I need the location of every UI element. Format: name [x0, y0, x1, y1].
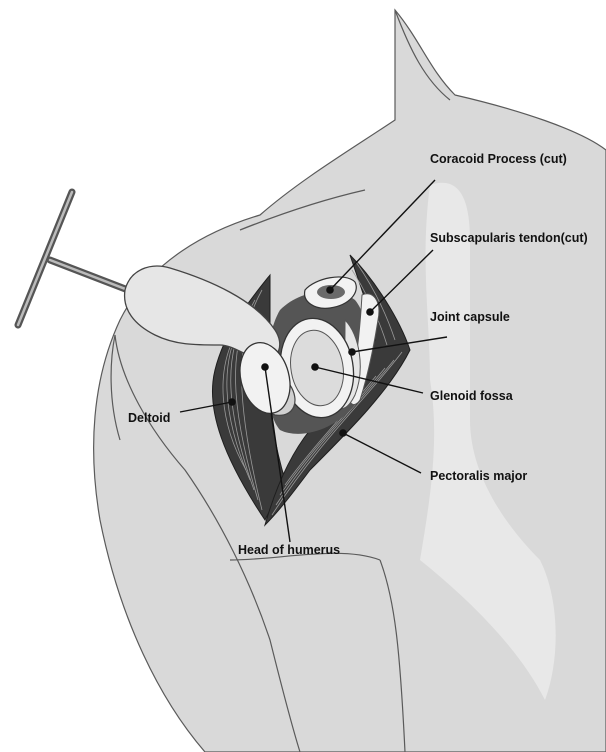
subscapularis-dot: [366, 308, 374, 316]
deltoid-dot: [228, 398, 236, 406]
pectoralis-dot: [339, 429, 347, 437]
label-glenoid-fossa: Glenoid fossa: [430, 390, 513, 403]
label-subscapularis-tendon: Subscapularis tendon(cut): [430, 232, 588, 245]
label-deltoid: Deltoid: [128, 412, 170, 425]
label-joint-capsule: Joint capsule: [430, 311, 510, 324]
label-pectoralis-major: Pectoralis major: [430, 470, 527, 483]
label-head-of-humerus: Head of humerus: [238, 544, 340, 557]
humerus-dot: [261, 363, 269, 371]
label-coracoid-process: Coracoid Process (cut): [430, 153, 567, 166]
retractor-handle-bar-highlight: [18, 192, 72, 325]
joint-capsule-dot: [348, 348, 356, 356]
glenoid-dot: [311, 363, 319, 371]
coracoid-dot: [326, 286, 334, 294]
